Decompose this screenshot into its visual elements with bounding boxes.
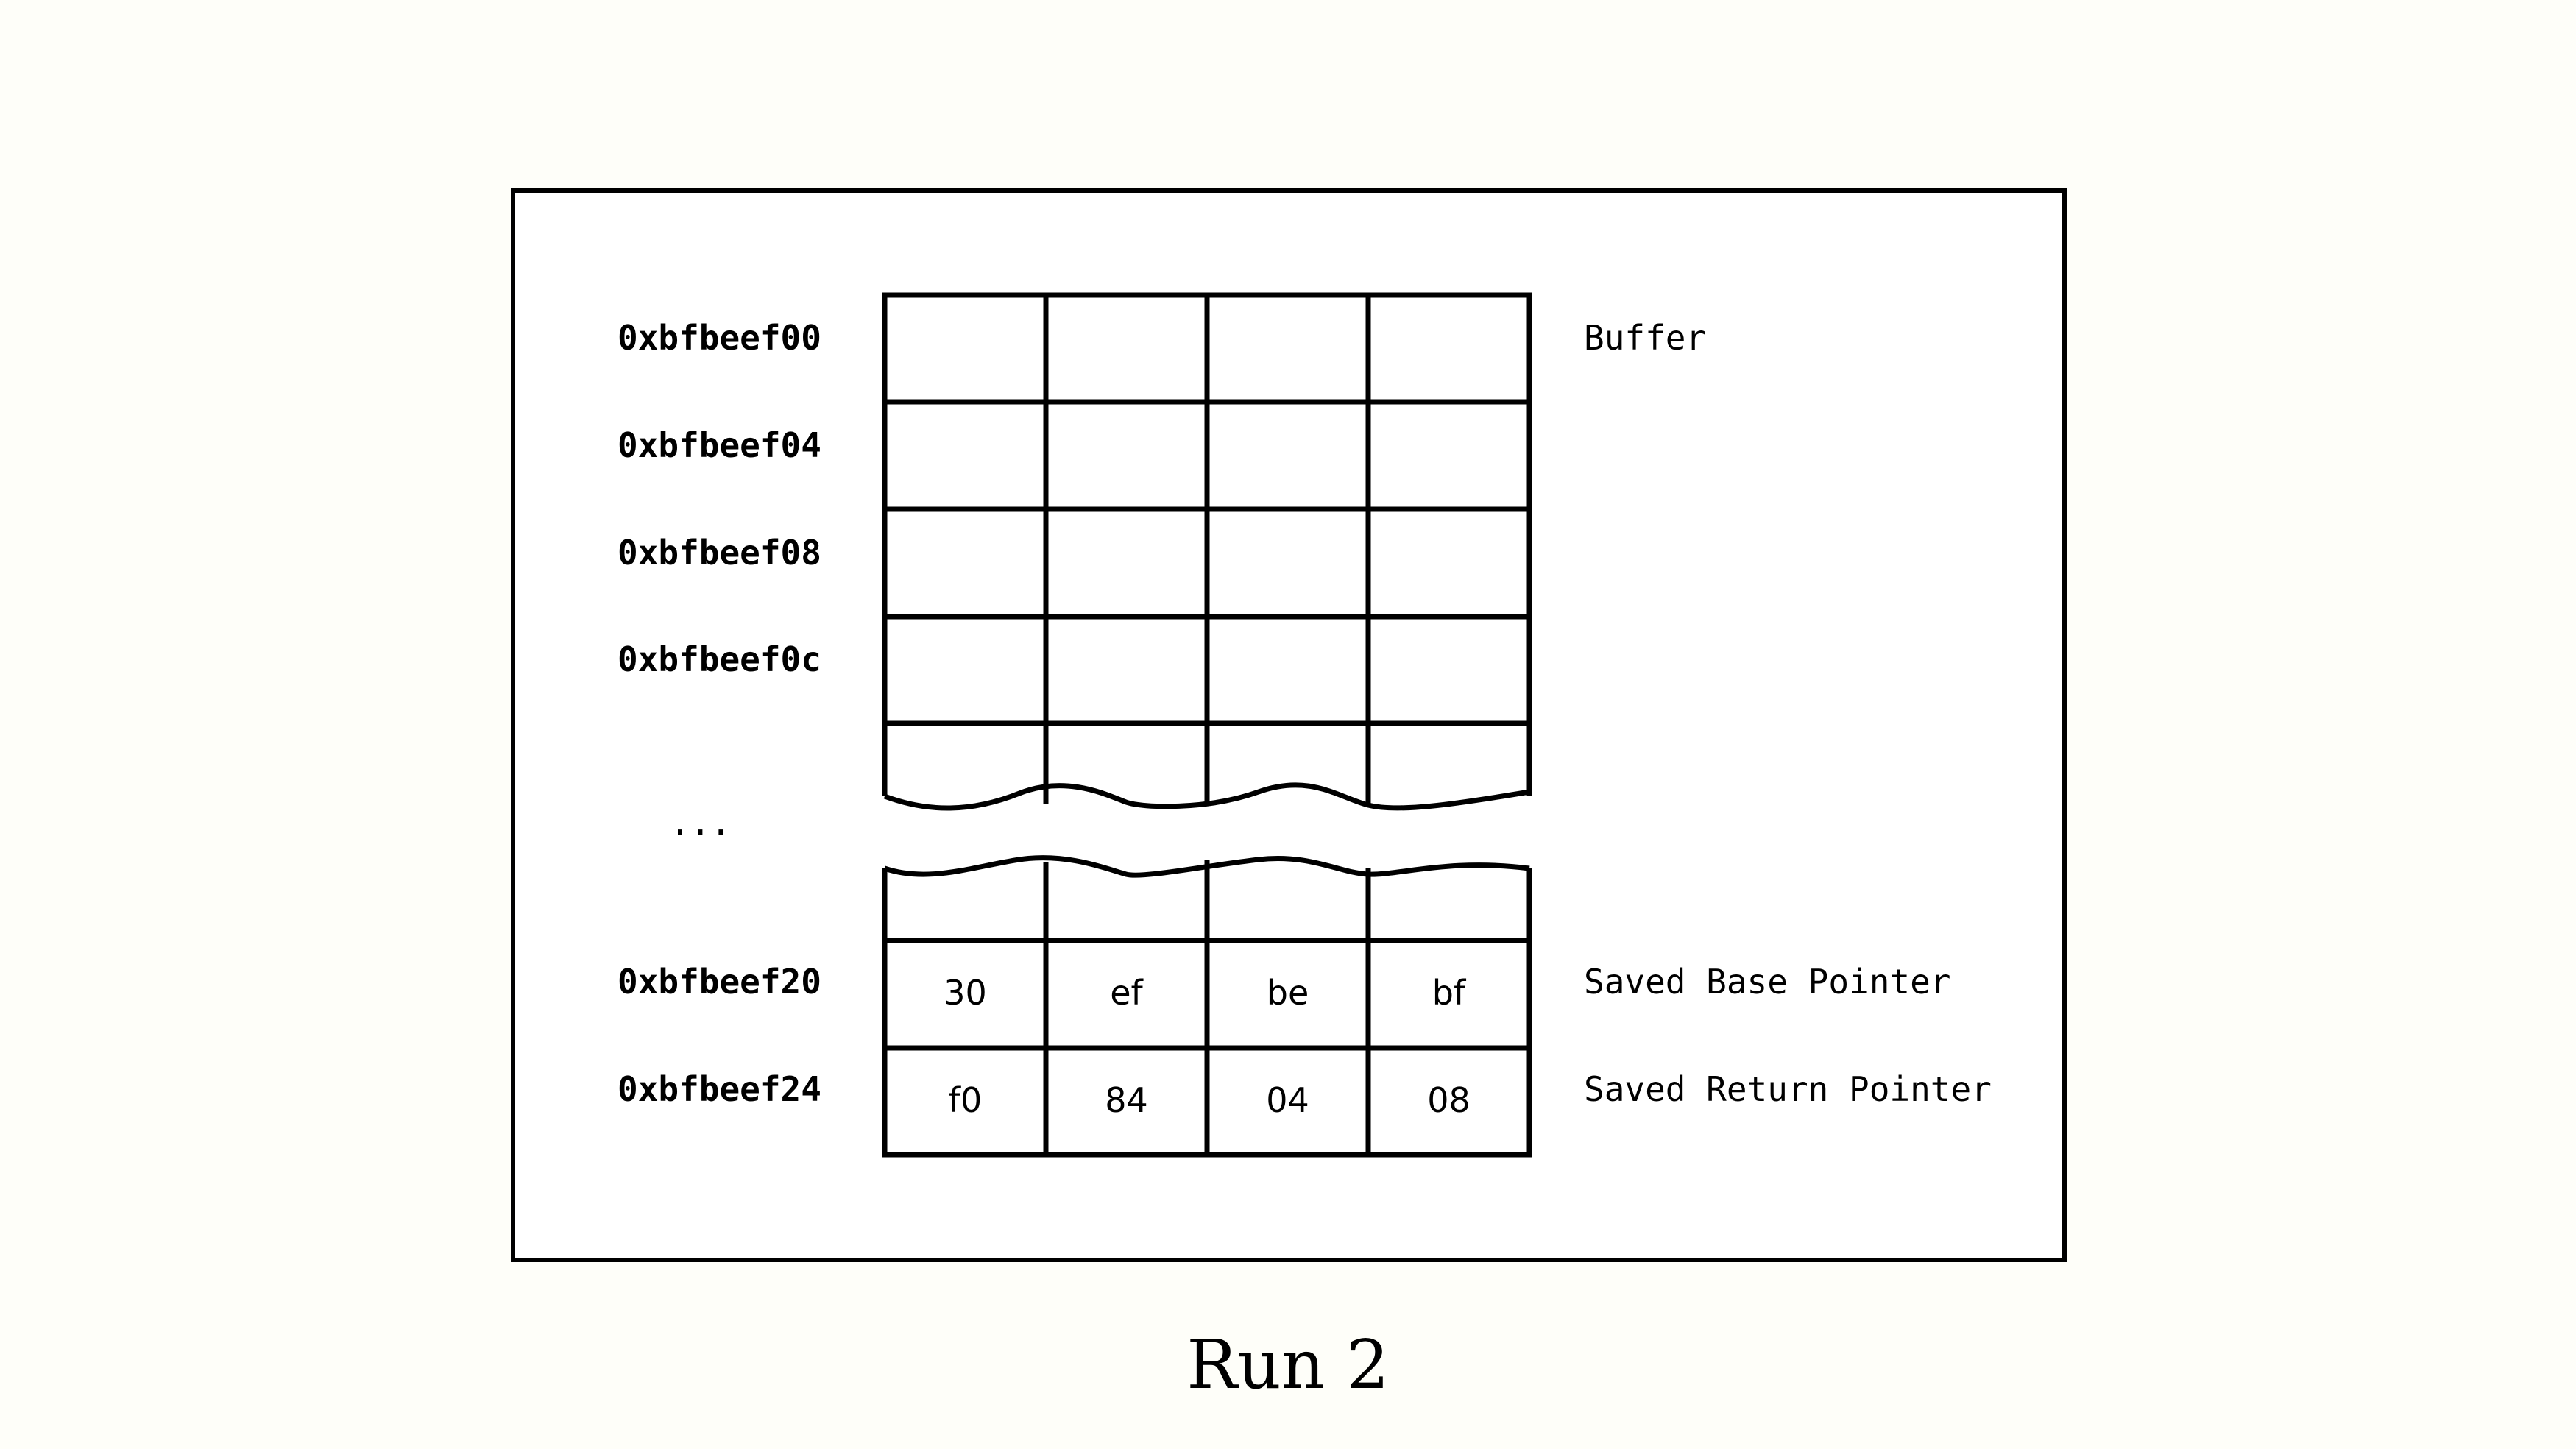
address-label-0c: 0xbfbeef0c (618, 640, 821, 679)
grid-break-upper-wave (883, 782, 1530, 811)
srp-byte-2: 04 (1266, 1080, 1309, 1120)
srp-byte-1: 84 (1105, 1080, 1148, 1120)
address-label-04: 0xbfbeef04 (618, 425, 821, 465)
address-label-24: 0xbfbeef24 (618, 1069, 821, 1109)
address-label-08: 0xbfbeef08 (618, 533, 821, 573)
buffer-label: Buffer (1584, 318, 1707, 358)
address-label-00: 0xbfbeef00 (618, 318, 821, 358)
srp-byte-3: 08 (1427, 1080, 1471, 1120)
grid-break-lower-wave (883, 855, 1530, 878)
run-caption: Run 2 (1186, 1325, 1390, 1404)
ellipsis: ... (670, 803, 732, 843)
srp-byte-0: f0 (948, 1080, 983, 1120)
sbp-byte-2: be (1266, 973, 1309, 1013)
sbp-byte-1: ef (1110, 973, 1143, 1013)
saved-return-pointer-label: Saved Return Pointer (1584, 1069, 1992, 1109)
saved-base-pointer-label: Saved Base Pointer (1584, 962, 1951, 1002)
address-label-20: 0xbfbeef20 (618, 962, 821, 1002)
sbp-byte-0: 30 (944, 973, 987, 1013)
sbp-byte-3: bf (1432, 973, 1466, 1013)
